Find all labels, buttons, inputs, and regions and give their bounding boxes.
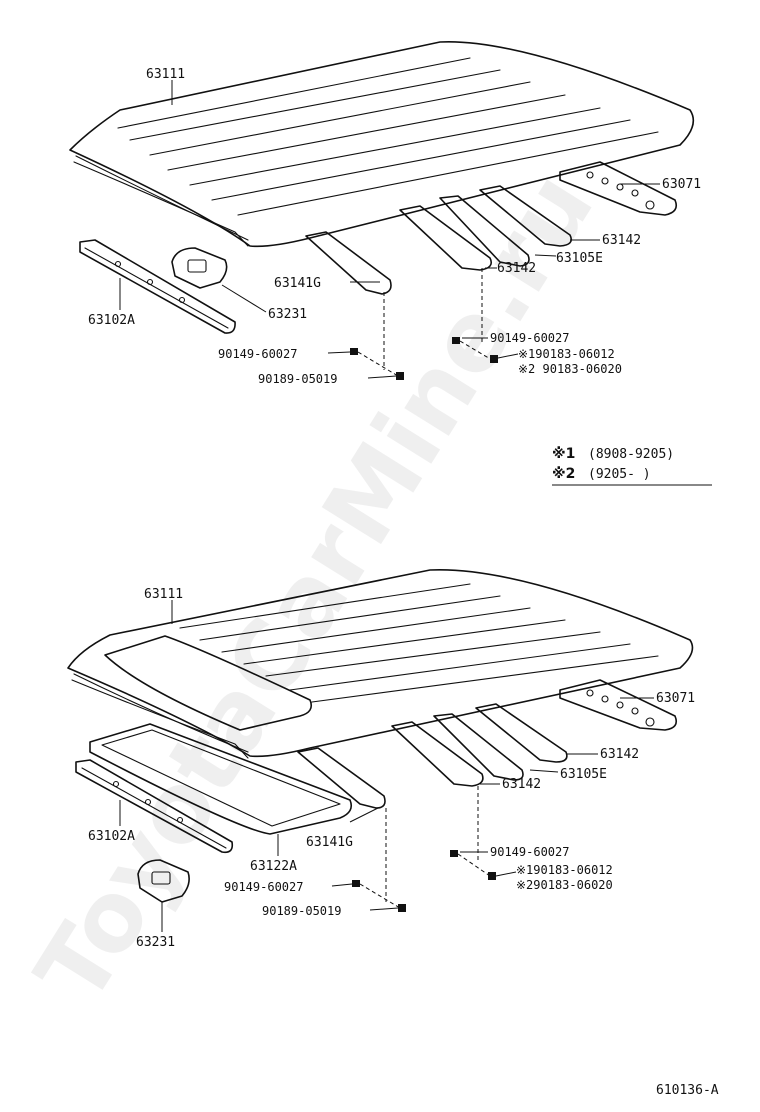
bottom-label-63142-a: 63142 <box>600 747 639 762</box>
bottom-label-63122a: 63122A <box>250 859 297 874</box>
bottom-label-clip-right-2: ※290183-06020 <box>516 878 613 892</box>
top-label-63231: 63231 <box>268 307 307 322</box>
bottom-label-63111: 63111 <box>144 587 183 602</box>
top-label-63142-a: 63142 <box>602 233 641 248</box>
top-label-screw-right: 90149-60027 <box>490 331 569 345</box>
bottom-front-rail <box>75 759 234 854</box>
bottom-label-63071: 63071 <box>656 691 695 706</box>
bottom-label-63142-b: 63142 <box>502 777 541 792</box>
bottom-label-screw-right: 90149-60027 <box>490 845 569 859</box>
bottom-label-clip-left: 90189-05019 <box>262 904 341 918</box>
top-label-63111: 63111 <box>146 67 185 82</box>
top-fasteners <box>350 268 498 380</box>
legend-mark-2: ※2 <box>552 466 575 482</box>
bottom-label-63231: 63231 <box>136 935 175 950</box>
top-label-63142-b: 63142 <box>497 261 536 276</box>
bottom-section: 63111 63071 63142 63105E 63142 63141G 63… <box>67 568 695 950</box>
top-roof-bows <box>305 185 573 295</box>
top-label-63071: 63071 <box>662 177 701 192</box>
top-section: 63111 63071 63142 63105E 63142 63141G 63… <box>69 40 701 386</box>
bottom-sunroof-frame <box>89 723 353 835</box>
bottom-label-63102a: 63102A <box>88 829 135 844</box>
legend-text-2: (9205- ) <box>588 467 651 482</box>
bottom-label-63141g: 63141G <box>306 835 353 850</box>
top-label-clip-left: 90189-05019 <box>258 372 337 386</box>
top-label-63141g: 63141G <box>274 276 321 291</box>
top-label-screw-left: 90149-60027 <box>218 347 297 361</box>
top-label-63102a: 63102A <box>88 313 135 328</box>
top-leaders <box>119 80 660 379</box>
top-label-63105e: 63105E <box>556 251 603 266</box>
bottom-rear-bow <box>559 679 678 731</box>
legend-mark-1: ※1 <box>552 446 575 462</box>
bottom-leaders <box>119 600 654 932</box>
bottom-bracket <box>137 859 190 903</box>
bottom-label-63105e: 63105E <box>560 767 607 782</box>
bottom-roof-bows <box>297 703 568 809</box>
legend-text-1: (8908-9205) <box>588 447 674 462</box>
top-front-rail <box>79 239 236 334</box>
top-label-clip-right-1: ※190183-06012 <box>518 347 615 361</box>
legend: ※1 (8908-9205) ※2 (9205- ) <box>552 446 712 486</box>
bottom-fasteners <box>352 786 496 912</box>
bottom-roof-panel <box>67 568 694 759</box>
top-label-clip-right-2: ※2 90183-06020 <box>518 362 622 376</box>
bottom-label-screw-left: 90149-60027 <box>224 880 303 894</box>
top-bracket <box>171 247 228 289</box>
diagram-code: 610136-A <box>656 1083 719 1098</box>
bottom-label-clip-right-1: ※190183-06012 <box>516 863 613 877</box>
top-roof-panel <box>69 40 695 248</box>
